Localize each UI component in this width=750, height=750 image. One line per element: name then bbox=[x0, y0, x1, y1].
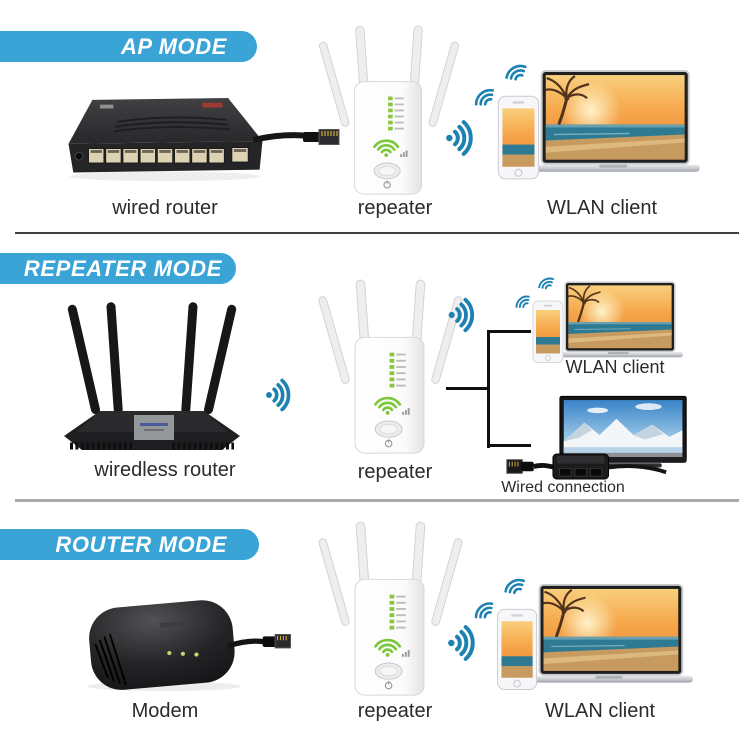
ap-mode-banner: AP MODE bbox=[0, 31, 257, 62]
bracket-line-vertical bbox=[487, 330, 490, 448]
modem-illustration bbox=[72, 598, 294, 694]
repeater-illustration bbox=[317, 24, 461, 196]
bracket-line-from-repeater bbox=[446, 387, 490, 390]
repeater-label: repeater bbox=[357, 700, 433, 722]
wired-router-label: wired router bbox=[112, 197, 218, 219]
wired-connection-label: Wired connection bbox=[501, 479, 625, 496]
wireless-router-label: wiredless router bbox=[94, 459, 236, 481]
bracket-line-to-wlan bbox=[487, 330, 531, 333]
wifi-signal-icon bbox=[446, 625, 475, 661]
wireless-router-illustration bbox=[52, 296, 252, 456]
ethernet-cable-icon bbox=[253, 126, 343, 150]
wlan-client-label: WLAN client bbox=[565, 357, 665, 377]
wlan-client-label: WLAN client bbox=[546, 197, 658, 219]
wifi-signal-icon bbox=[264, 378, 291, 412]
repeater-illustration bbox=[316, 520, 465, 697]
repeater-label: repeater bbox=[357, 197, 433, 219]
wifi-signal-icon bbox=[446, 297, 475, 333]
repeater-label: repeater bbox=[357, 461, 433, 483]
bracket-line-to-wired bbox=[487, 444, 531, 447]
wlan-client-illustration bbox=[478, 68, 700, 201]
wlan-client-illustration bbox=[478, 582, 693, 711]
modem-label: Modem bbox=[131, 700, 199, 722]
repeater-mode-banner: REPEATER MODE bbox=[0, 253, 236, 284]
repeater-illustration bbox=[316, 278, 465, 455]
wifi-signal-icon bbox=[444, 120, 473, 156]
wlan-client-label: WLAN client bbox=[544, 700, 656, 722]
wired-router-illustration bbox=[67, 97, 264, 183]
section-divider bbox=[15, 232, 739, 234]
router-mode-banner: ROUTER MODE bbox=[0, 529, 259, 560]
section-divider bbox=[15, 499, 739, 502]
